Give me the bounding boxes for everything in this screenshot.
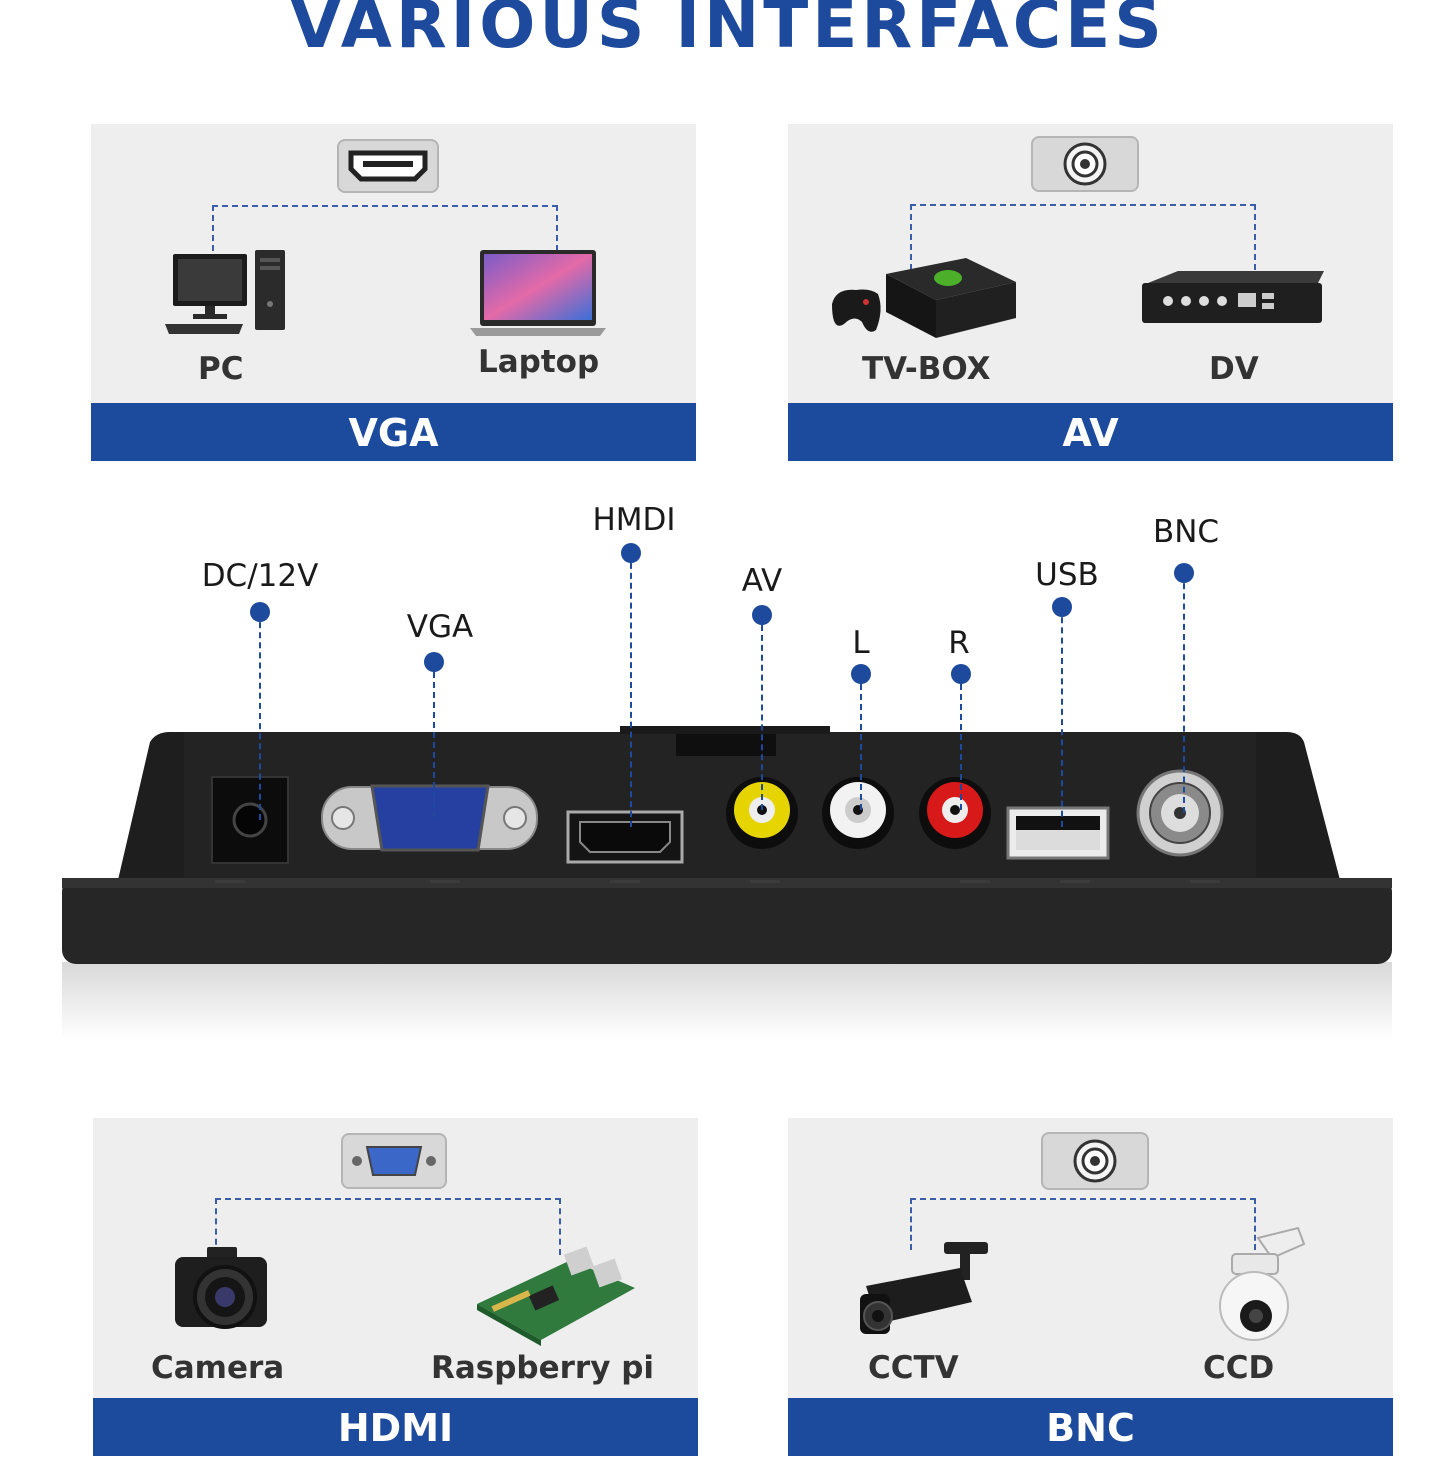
interface-bar-bnc: BNC	[788, 1398, 1393, 1456]
callout-dot-dc	[250, 602, 270, 622]
raspberry-pi-board-icon	[477, 1246, 635, 1346]
callout-line-bnc	[1183, 573, 1185, 813]
vga-panel: PC Laptop VGA	[91, 124, 696, 461]
port-label-l: L	[852, 625, 870, 661]
interface-bar-av: AV	[788, 403, 1393, 461]
callout-dot-av	[752, 605, 772, 625]
vga-port[interactable]	[321, 784, 538, 852]
game-console-icon	[832, 258, 1016, 338]
page-title: VARIOUS INTERFACES	[290, 0, 1166, 63]
interface-bar-hdmi: HDMI	[93, 1398, 698, 1456]
device-label-dv: DV	[1209, 351, 1259, 387]
device-label-tv-box: TV-BOX	[862, 351, 991, 387]
bnc-panel: CCTV CCD BNC	[788, 1118, 1393, 1456]
hdmi-panel: Camera Raspberry pi HDMI	[93, 1118, 698, 1456]
audio-l-jack-white[interactable]	[822, 777, 894, 849]
port-label-r: R	[948, 625, 970, 661]
rca-port-icon	[1031, 136, 1139, 192]
connector-line	[212, 205, 558, 251]
port-label-av: AV	[741, 563, 783, 599]
device-label-cctv: CCTV	[868, 1350, 959, 1386]
usb-port[interactable]	[1006, 806, 1110, 860]
callout-line-hmdi	[630, 553, 632, 827]
hdmi-port-icon	[337, 139, 439, 193]
bnc-port-icon	[1041, 1132, 1149, 1190]
callout-dot-r	[951, 664, 971, 684]
av-rca-jack-yellow[interactable]	[726, 777, 798, 849]
port-label-usb: USB	[1035, 557, 1099, 593]
camera-icon	[175, 1247, 267, 1329]
callout-dot-usb	[1052, 597, 1072, 617]
dc-jack	[211, 776, 289, 864]
device-label-camera: Camera	[151, 1350, 285, 1386]
port-label-bnc: BNC	[1152, 514, 1220, 550]
cctv-camera-icon	[860, 1242, 988, 1334]
connector-line	[215, 1198, 561, 1255]
callout-line-av	[761, 615, 763, 810]
device-label-pc: PC	[198, 351, 244, 387]
audio-r-jack-red[interactable]	[919, 777, 991, 849]
callout-line-r	[960, 674, 962, 810]
vga-port-icon	[341, 1133, 447, 1189]
dome-camera-icon	[1219, 1226, 1306, 1341]
device-label-raspberry-pi: Raspberry pi	[431, 1350, 655, 1386]
interface-bar-vga: VGA	[91, 403, 696, 461]
desktop-pc-icon	[165, 250, 285, 334]
port-label-hmdi: HMDI	[592, 502, 676, 538]
device-label-laptop: Laptop	[478, 344, 600, 380]
port-label-dc-12v: DC/12V	[201, 558, 319, 594]
hdmi-port[interactable]	[566, 810, 684, 864]
port-label-vga: VGA	[406, 609, 474, 645]
callout-line-usb	[1061, 607, 1063, 827]
dvr-box-icon	[1142, 271, 1324, 323]
callout-dot-hmdi	[621, 543, 641, 563]
laptop-icon	[470, 250, 606, 336]
av-panel: TV-BOX DV AV	[788, 124, 1393, 461]
callout-line-dc	[259, 612, 261, 820]
callout-line-l	[860, 674, 862, 810]
callout-dot-l	[851, 664, 871, 684]
callout-dot-vga	[424, 652, 444, 672]
device-label-ccd: CCD	[1203, 1350, 1275, 1386]
connector-line	[910, 1198, 1256, 1250]
connector-line	[910, 204, 1256, 280]
bnc-connector[interactable]	[1136, 769, 1224, 857]
callout-line-vga	[433, 662, 435, 818]
callout-dot-bnc	[1174, 563, 1194, 583]
